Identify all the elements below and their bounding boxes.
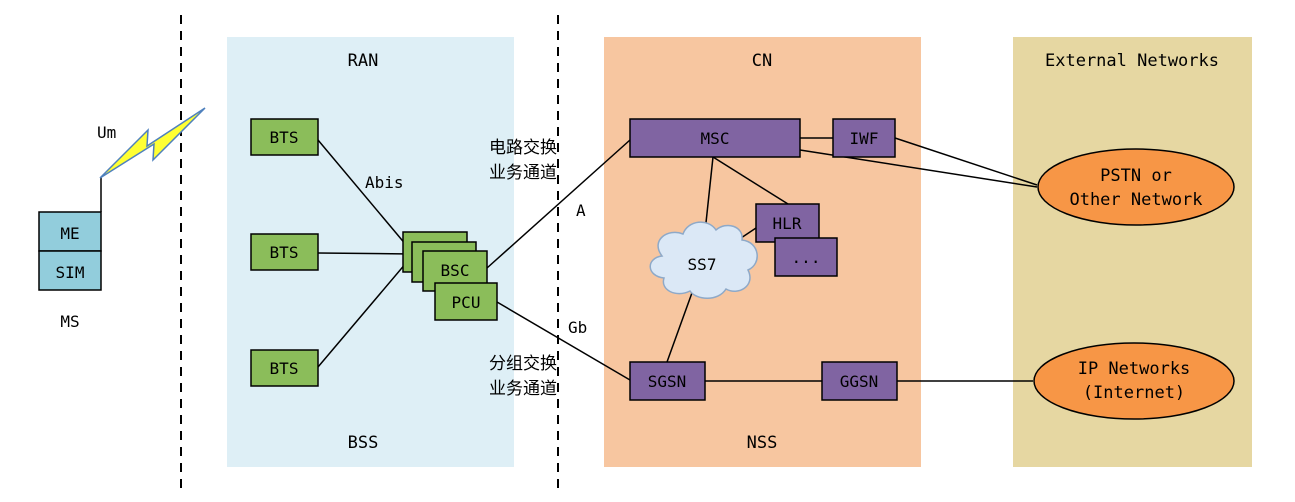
packet-channel-line1: 分组交换 <box>489 354 557 374</box>
circuit-channel-line2: 业务通道 <box>489 163 557 183</box>
pstn-oval <box>1037 148 1235 226</box>
ip-networks-label-line2: (Internet) <box>1083 383 1185 403</box>
bsc-label: BSC <box>441 261 470 280</box>
pstn-label-line1: PSTN or <box>1100 166 1172 186</box>
hlr-box <box>755 203 820 243</box>
bts-label-2: BTS <box>270 243 299 262</box>
pcu-label: PCU <box>452 293 481 312</box>
um-label: Um <box>97 123 116 142</box>
gb-interface-label: Gb <box>568 318 587 337</box>
ss7-label: SS7 <box>688 255 717 274</box>
link-msc-hlr <box>712 156 789 205</box>
pstn-label-line2: Other Network <box>1069 190 1202 210</box>
bts-label-3: BTS <box>270 359 299 378</box>
hlr-label: HLR <box>773 214 802 233</box>
bss-label: BSS <box>348 433 379 453</box>
more-nodes-box <box>774 237 838 277</box>
ip-networks-oval <box>1033 342 1235 420</box>
link-bts1-bsc <box>317 139 413 253</box>
a-interface-label: A <box>576 201 586 220</box>
cn-title: CN <box>752 51 772 71</box>
abis-label: Abis <box>365 173 404 192</box>
link-pcu-sgsn <box>496 301 631 381</box>
more-nodes-label: ... <box>792 248 821 267</box>
ss7-cloud <box>649 221 758 299</box>
bts-box-1 <box>250 118 319 156</box>
cn-region <box>604 37 921 467</box>
pcu-box <box>434 282 498 321</box>
me-label: ME <box>60 224 79 243</box>
link-bts3-bsc <box>317 255 413 368</box>
ggsn-box <box>821 361 898 401</box>
bts-label-1: BTS <box>270 128 299 147</box>
sim-label: SIM <box>56 263 85 282</box>
ggsn-label: GGSN <box>840 372 879 391</box>
ip-networks-label-line1: IP Networks <box>1078 359 1191 379</box>
me-box <box>38 211 102 252</box>
msc-label: MSC <box>701 129 730 148</box>
iwf-box <box>832 118 896 158</box>
msc-box <box>629 118 801 158</box>
nss-label: NSS <box>747 433 778 453</box>
link-bts2-bsc <box>317 252 413 255</box>
sim-box <box>38 250 102 291</box>
sgsn-label: SGSN <box>648 372 687 391</box>
bts-box-3 <box>250 349 319 387</box>
link-ss7-sgsn <box>666 289 694 363</box>
lightning-icon <box>99 107 206 179</box>
iwf-label: IWF <box>850 129 879 148</box>
ms-label: MS <box>60 312 79 331</box>
link-iwf-pstn <box>894 137 1038 186</box>
packet-channel-line2: 业务通道 <box>489 379 557 399</box>
circuit-channel-line1: 电路交换 <box>489 138 557 158</box>
connections <box>100 137 1038 382</box>
ran-title: RAN <box>348 51 379 71</box>
external-networks-title: External Networks <box>1045 51 1219 71</box>
bts-box-2 <box>250 233 319 271</box>
sgsn-box <box>629 361 706 401</box>
link-bsc-msc <box>486 139 631 269</box>
link-msc-ss7 <box>704 156 714 233</box>
